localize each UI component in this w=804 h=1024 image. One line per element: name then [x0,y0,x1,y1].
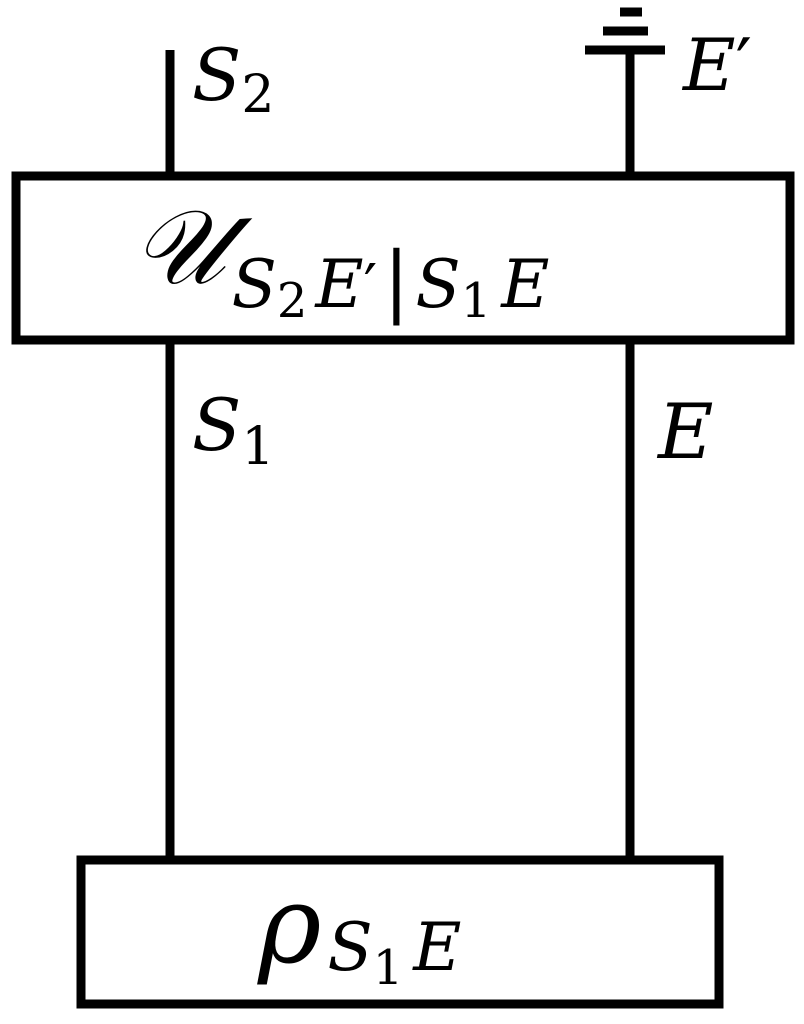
label-s1: S1 [192,383,274,477]
state-box [76,855,724,1009]
rho-symbol: ρ [257,863,322,988]
label-e: E [656,387,713,476]
label-s2: S2 [192,33,274,125]
label-e-prime: E′ [681,23,752,107]
ground-icon [585,7,665,55]
unitary-box [11,171,795,345]
